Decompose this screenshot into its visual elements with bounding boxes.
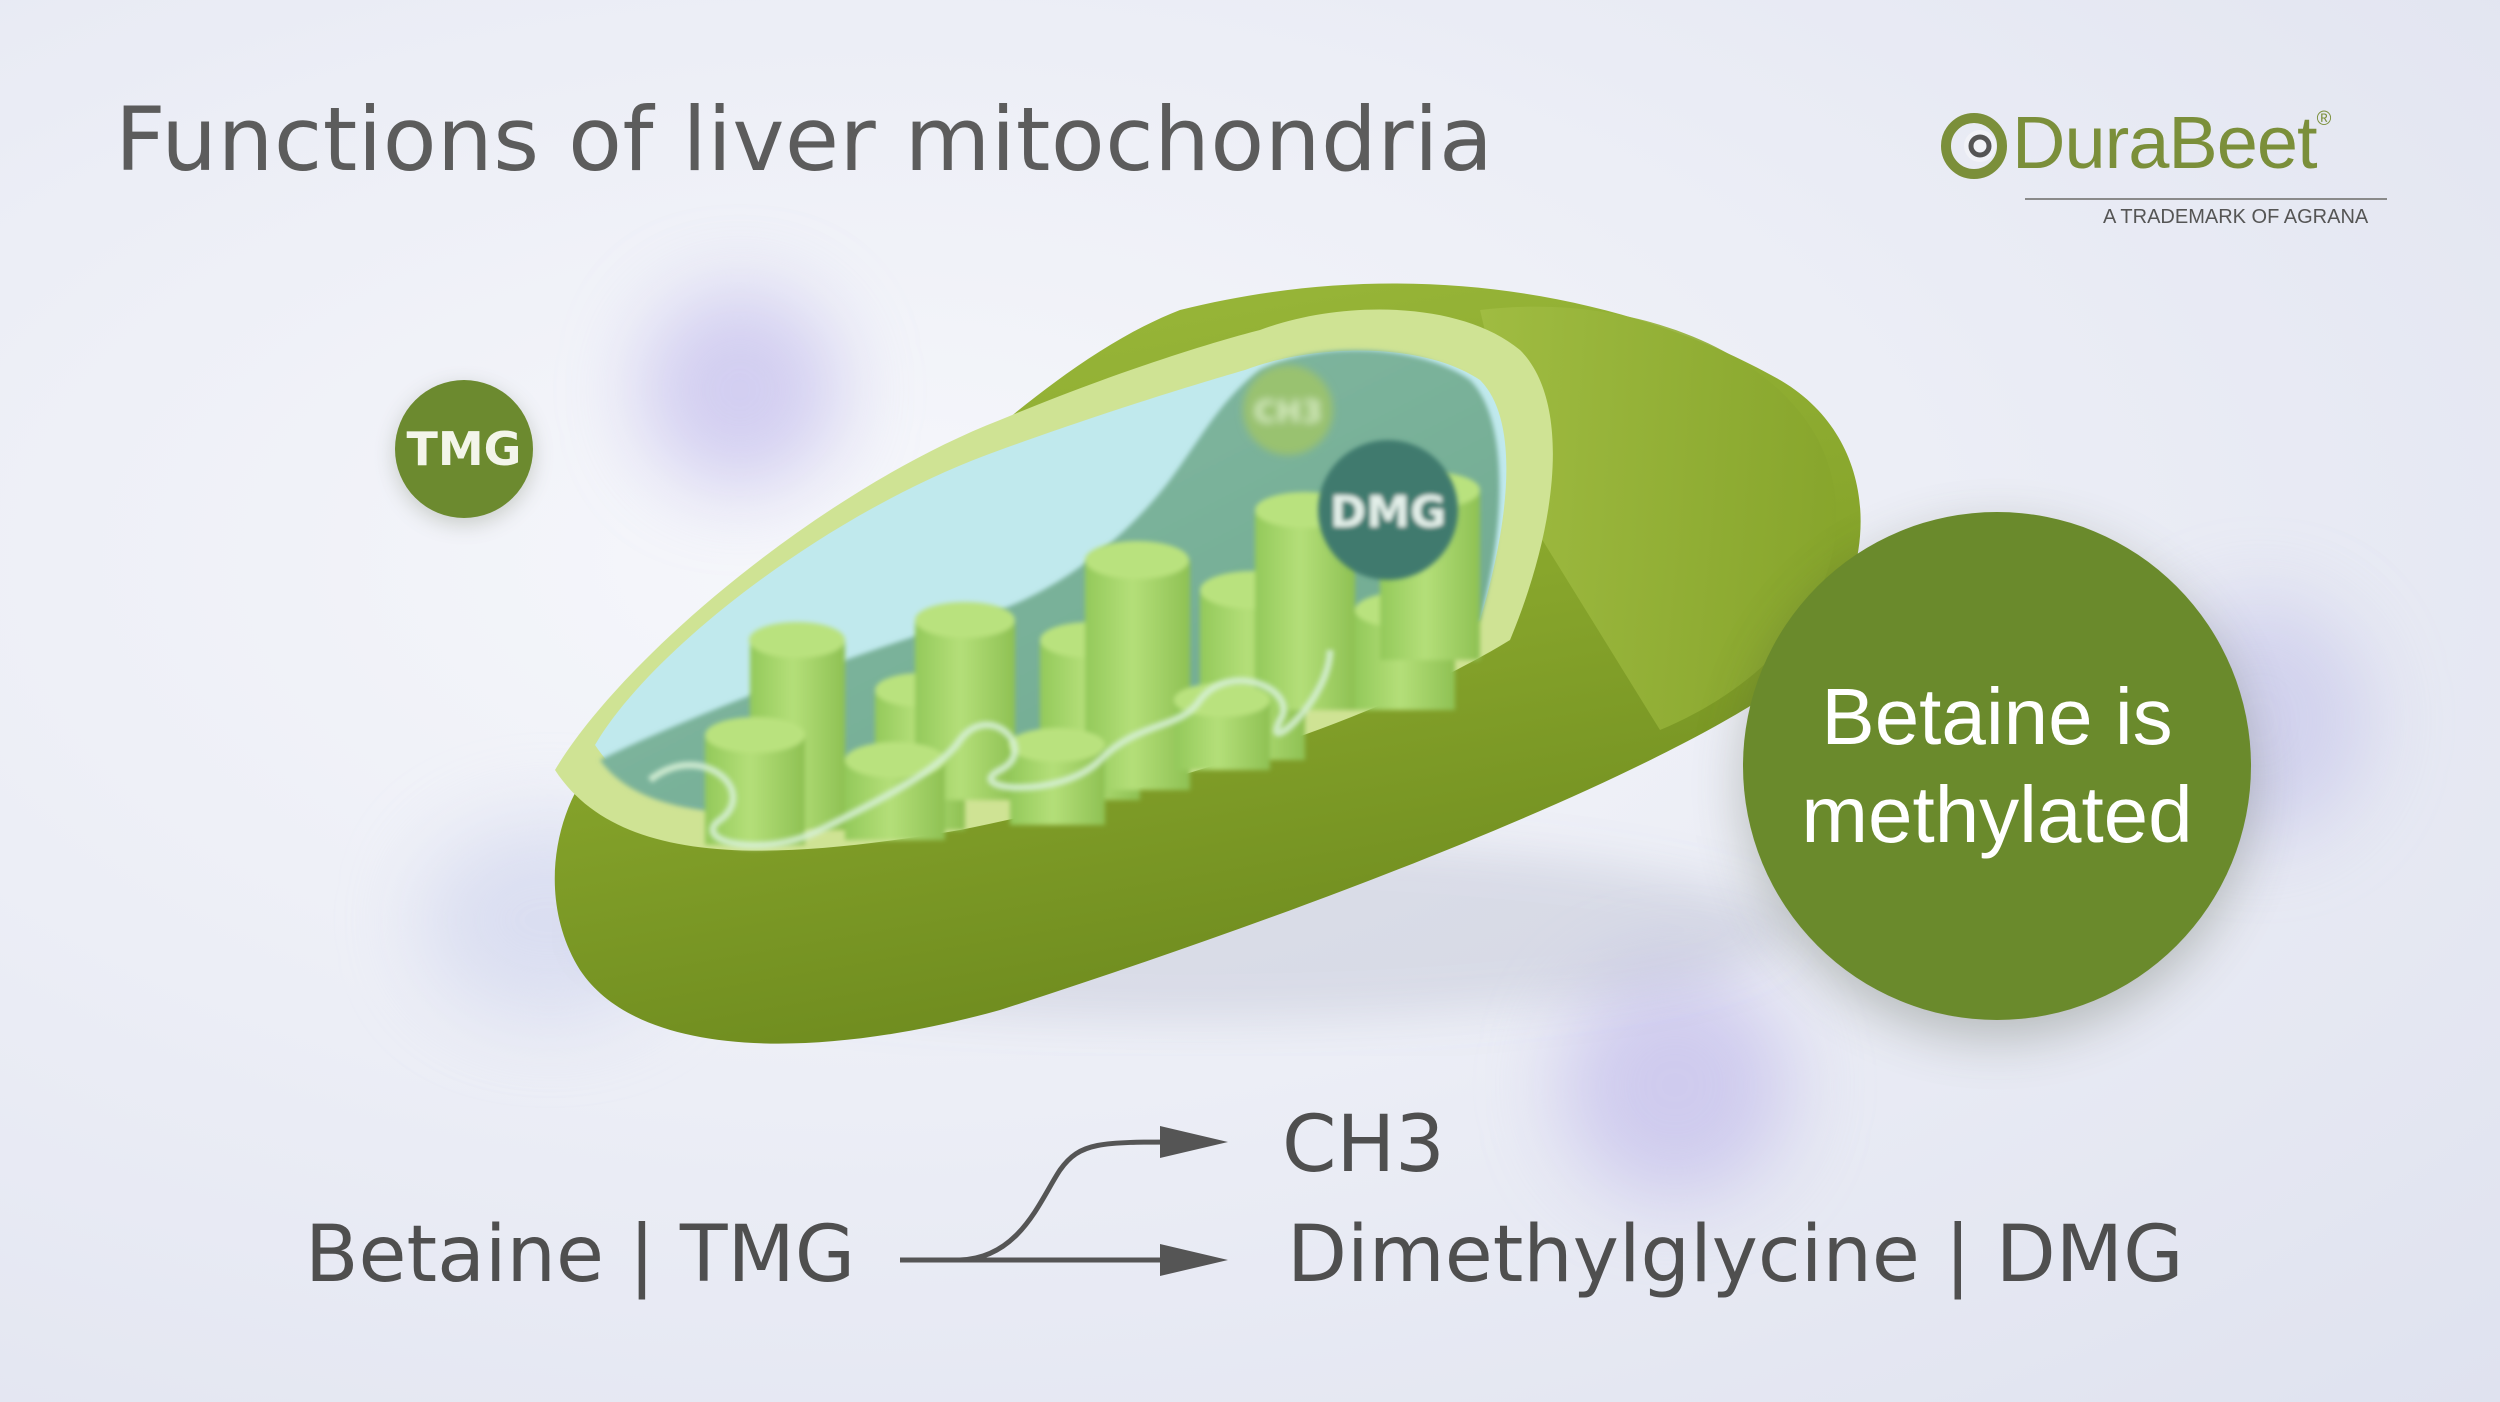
logo-tagline: A TRADEMARK OF AGRANA (2103, 206, 2369, 228)
inner-ch3-bubble: CH3 (1243, 365, 1333, 455)
page-title: Functions of liver mitochondria (115, 88, 1494, 191)
crista-cylinder (705, 717, 805, 845)
inner-dmg-bubble: DMG (1318, 440, 1458, 580)
crista-cylinder (915, 602, 1015, 800)
logo-brand-text: DuraBeet (2012, 101, 2318, 184)
arrow-branch-line (959, 1139, 1181, 1263)
logo-wordmark: DuraBeet® (2012, 100, 2332, 185)
reaction-arrows (900, 1126, 1228, 1276)
crista-cylinder (1174, 683, 1270, 770)
crista-cylinder (1009, 728, 1105, 825)
product-dmg-label: Dimethylglycine | DMG (1287, 1210, 2184, 1300)
svg-text:CH3: CH3 (1254, 395, 1322, 430)
tmg-molecule-bubble: TMG (395, 380, 533, 518)
tmg-bubble-label: TMG (406, 422, 522, 476)
callout-text: Betaine is methylated (1801, 672, 2193, 859)
reactant-label: Betaine | TMG (305, 1210, 856, 1300)
product-ch3-label: CH3 (1282, 1100, 1445, 1190)
durabeet-logo: DuraBeet® A TRADEMARK OF AGRANA (1940, 100, 2400, 235)
background-blur-blob (640, 290, 840, 490)
mitochondrial-dna-strand (647, 649, 1334, 849)
arrow-branch-head (1160, 1126, 1228, 1158)
logo-divider (2025, 198, 2387, 200)
logo-registered-mark: ® (2316, 108, 2332, 130)
durabeet-logo-mark-icon (1941, 113, 2007, 179)
betaine-methylated-callout: Betaine is methylated (1743, 512, 2251, 1020)
svg-text:DMG: DMG (1330, 487, 1446, 538)
background-blur-blob (1560, 970, 1790, 1200)
arrow-main-head (1160, 1244, 1228, 1276)
mitochondrion-end-cap (1480, 306, 1837, 730)
